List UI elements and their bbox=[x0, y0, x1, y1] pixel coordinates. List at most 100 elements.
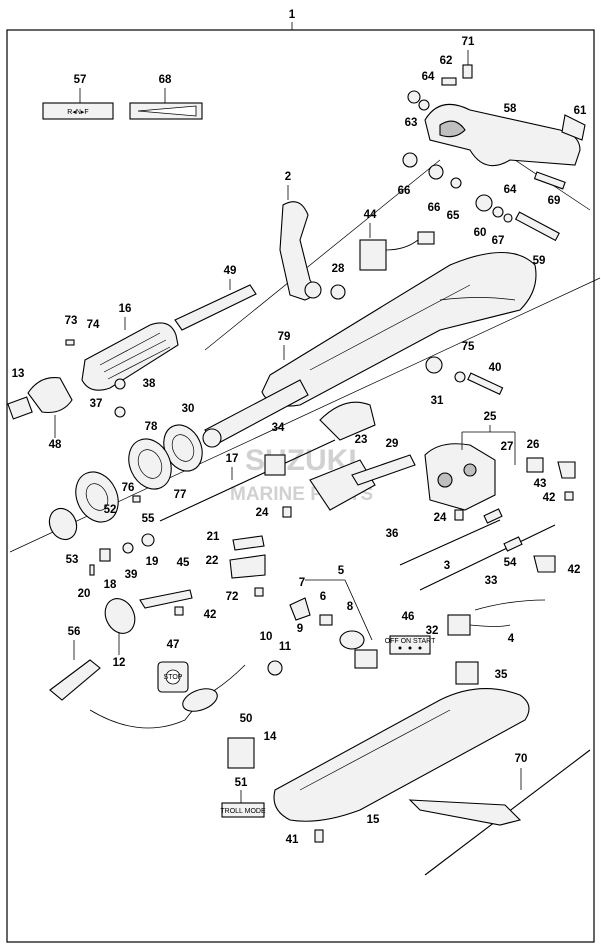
label-44: 44 bbox=[364, 209, 377, 221]
label-22: 22 bbox=[206, 555, 219, 567]
label-65: 65 bbox=[447, 210, 460, 222]
label-29: 29 bbox=[386, 438, 399, 450]
label-75: 75 bbox=[462, 341, 475, 353]
screw-62 bbox=[441, 77, 457, 86]
label-12: 12 bbox=[113, 657, 126, 669]
label-56: 56 bbox=[68, 626, 81, 638]
label-16: 16 bbox=[119, 303, 132, 315]
throttle-link-49 bbox=[174, 284, 257, 331]
label-48: 48 bbox=[49, 439, 62, 451]
friction-plate-78 bbox=[128, 438, 172, 490]
lower-housing bbox=[273, 688, 530, 822]
label-79: 79 bbox=[278, 331, 291, 343]
indicator-decal bbox=[129, 102, 203, 120]
label-42-right-top: 42 bbox=[543, 492, 556, 504]
lanyard-coil bbox=[182, 688, 218, 712]
knob-12 bbox=[104, 598, 136, 634]
label-20: 20 bbox=[78, 588, 91, 600]
label-54: 54 bbox=[504, 557, 517, 569]
label-13: 13 bbox=[12, 368, 25, 380]
bushings-upper bbox=[402, 90, 513, 223]
label-26: 26 bbox=[527, 439, 540, 451]
label-42-mid: 42 bbox=[204, 609, 217, 621]
label-24-right: 24 bbox=[434, 512, 447, 524]
bracket-54 bbox=[533, 555, 556, 573]
label-37: 37 bbox=[90, 398, 103, 410]
switch-decal: OFF ON START bbox=[385, 635, 436, 655]
label-58: 58 bbox=[504, 103, 517, 115]
spring-18 bbox=[99, 548, 111, 562]
lanyard-clip bbox=[267, 660, 283, 676]
label-39: 39 bbox=[125, 569, 138, 581]
svg-text:R◂N▸F: R◂N▸F bbox=[67, 109, 88, 116]
key-6 bbox=[319, 614, 333, 626]
label-41: 41 bbox=[286, 834, 299, 846]
shift-decal: R◂N▸F bbox=[42, 102, 114, 120]
label-4: 4 bbox=[508, 633, 515, 645]
tiller-extension bbox=[408, 749, 591, 876]
label-63: 63 bbox=[405, 117, 418, 129]
label-8: 8 bbox=[347, 601, 354, 613]
label-33: 33 bbox=[485, 575, 498, 587]
label-23: 23 bbox=[355, 434, 368, 446]
diagram-frame bbox=[6, 29, 595, 943]
spring-39 bbox=[122, 542, 134, 554]
nut-28 bbox=[330, 284, 346, 300]
label-24-left: 24 bbox=[256, 507, 269, 519]
throttle-shaft bbox=[202, 379, 376, 448]
troll-mode-decal: TROLL MODE bbox=[220, 802, 266, 818]
sleeve-53 bbox=[48, 507, 78, 541]
label-45: 45 bbox=[177, 557, 190, 569]
label-32: 32 bbox=[426, 625, 439, 637]
throttle-grip bbox=[81, 322, 179, 391]
link-21 bbox=[232, 535, 265, 551]
washer-38 bbox=[114, 378, 126, 390]
label-69: 69 bbox=[548, 195, 561, 207]
plate-26 bbox=[526, 457, 544, 473]
link-plate-29 bbox=[351, 454, 416, 486]
label-55: 55 bbox=[142, 513, 155, 525]
label-57: 57 bbox=[74, 74, 87, 86]
bolt-59 bbox=[514, 211, 560, 242]
label-66-mid: 66 bbox=[428, 202, 441, 214]
key-9 bbox=[289, 597, 311, 621]
label-27: 27 bbox=[501, 441, 514, 453]
label-36: 36 bbox=[386, 528, 399, 540]
label-25: 25 bbox=[484, 411, 497, 423]
trim-switch-50 bbox=[227, 737, 255, 769]
label-2: 2 bbox=[285, 171, 291, 183]
label-3: 3 bbox=[444, 560, 450, 572]
plate-35 bbox=[455, 661, 479, 685]
label-1: 1 bbox=[289, 9, 296, 21]
label-71: 71 bbox=[462, 36, 475, 48]
washer-75 bbox=[454, 371, 466, 383]
label-19: 19 bbox=[146, 556, 159, 568]
wiring-harness bbox=[447, 599, 546, 636]
label-59: 59 bbox=[533, 255, 546, 267]
label-64-top: 64 bbox=[422, 71, 435, 83]
plate-71 bbox=[462, 64, 473, 79]
label-47: 47 bbox=[167, 639, 180, 651]
label-53: 53 bbox=[66, 554, 79, 566]
label-10: 10 bbox=[260, 631, 273, 643]
label-66-left: 66 bbox=[398, 185, 411, 197]
label-60: 60 bbox=[474, 227, 487, 239]
svg-text:OFF ON START: OFF ON START bbox=[385, 638, 436, 645]
bolt-40 bbox=[467, 372, 504, 395]
bolt-24-right bbox=[454, 509, 464, 521]
label-72: 72 bbox=[226, 591, 239, 603]
label-35: 35 bbox=[495, 669, 508, 681]
label-6: 6 bbox=[320, 591, 326, 603]
pin-20 bbox=[89, 564, 95, 576]
shift-lever bbox=[279, 201, 322, 301]
label-70: 70 bbox=[515, 753, 528, 765]
label-49: 49 bbox=[224, 265, 237, 277]
label-78: 78 bbox=[145, 421, 158, 433]
label-46: 46 bbox=[402, 611, 415, 623]
label-51: 51 bbox=[235, 777, 248, 789]
bracket-56 bbox=[49, 659, 101, 701]
label-38: 38 bbox=[143, 378, 156, 390]
label-76: 76 bbox=[122, 482, 135, 494]
ignition-switch bbox=[339, 630, 378, 669]
screw-73 bbox=[65, 339, 75, 346]
